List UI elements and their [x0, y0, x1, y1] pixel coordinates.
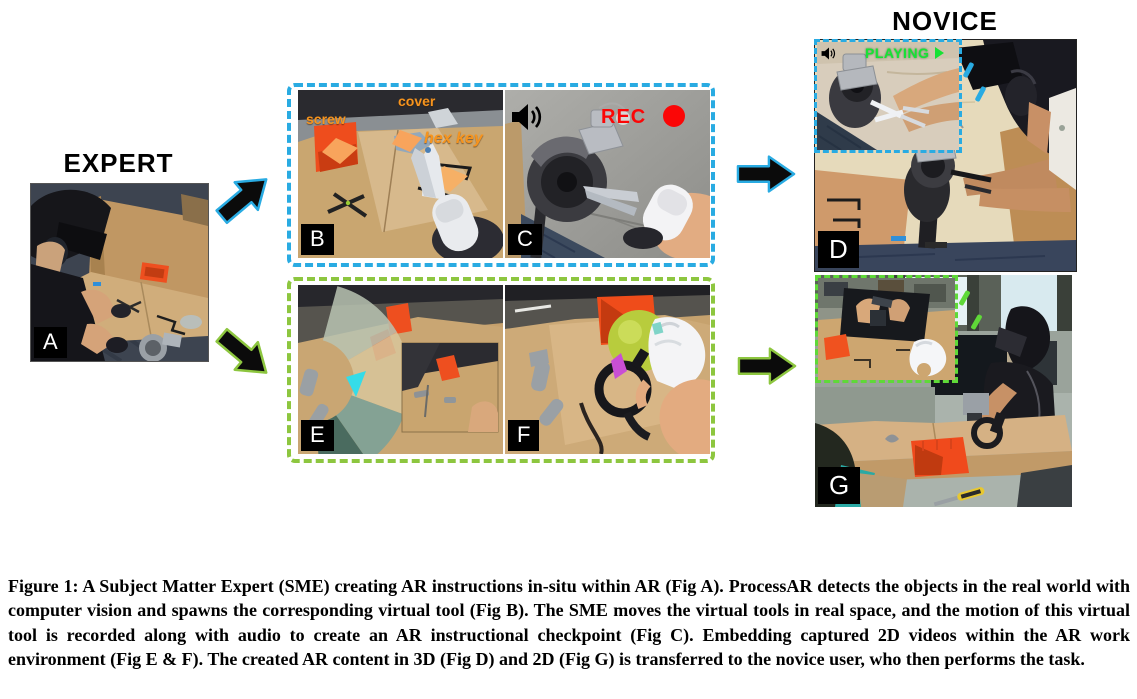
panel-c-photo: REC C: [505, 90, 710, 258]
novice-label: NOVICE: [892, 6, 998, 36]
panel-c-tag: C: [508, 224, 542, 255]
embedded-video-graphic: [818, 278, 955, 380]
radial-menu-scene-graphic: [298, 285, 503, 454]
detection-group-box: [287, 83, 715, 267]
expert-scene-graphic: [31, 184, 208, 361]
rec-label: REC: [601, 106, 647, 128]
playback-video-graphic: [817, 42, 959, 150]
panel-f-tag: F: [508, 420, 540, 451]
panel-g-tag: G: [818, 467, 861, 504]
embedded-video-inset: [815, 275, 958, 383]
panel-f-photo: F: [505, 285, 710, 454]
panel-b-tag: B: [301, 224, 334, 255]
playback-video-inset: PLAYING: [814, 39, 962, 153]
figure-caption: Figure 1: A Subject Matter Expert (SME) …: [8, 576, 1130, 670]
arrow-expert-to-embedding: [204, 314, 285, 394]
record-dot-icon: [663, 105, 685, 127]
embedding-group-box: [287, 277, 715, 463]
panel-a-photo: A: [30, 183, 209, 362]
panel-d-tag: D: [818, 231, 859, 268]
arrow-embedding-to-novice: [737, 345, 797, 387]
annotation-hex-key: hex key: [424, 130, 483, 147]
panel-e-photo: E: [298, 285, 503, 454]
speaker-icon: [511, 103, 545, 131]
panel-b-photo: screw cover hex key B: [298, 90, 503, 258]
annotation-cover: cover: [398, 93, 436, 109]
arrow-expert-to-detection: [204, 158, 285, 238]
play-icon: [935, 47, 944, 59]
arrow-detection-to-novice: [736, 153, 796, 195]
detection-scene-graphic: [298, 90, 503, 258]
annotation-screw: screw: [306, 111, 346, 127]
expert-label: EXPERT: [63, 148, 174, 178]
playing-label: PLAYING: [865, 45, 930, 61]
speaker-icon: [821, 47, 837, 60]
panel-e-tag: E: [301, 420, 334, 451]
panel-a-tag: A: [34, 327, 67, 358]
